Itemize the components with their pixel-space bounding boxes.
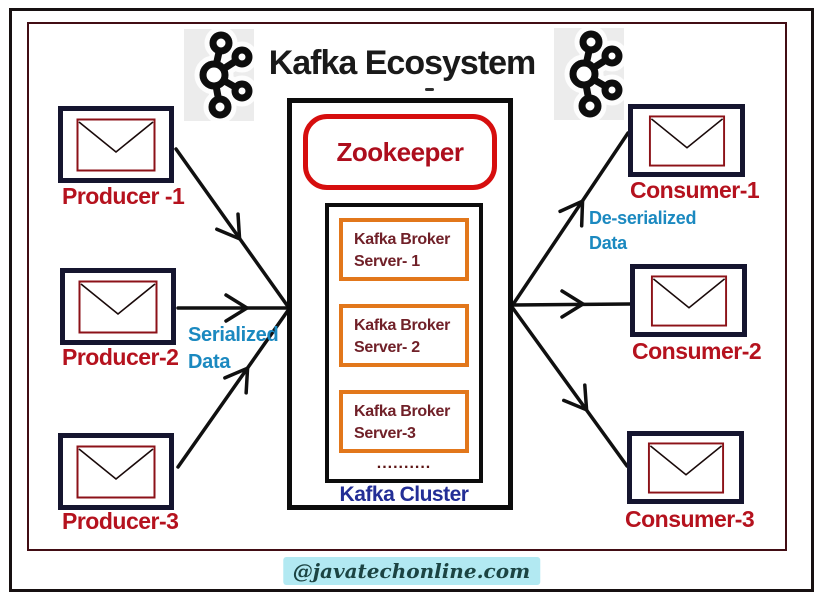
- kafka-broker-3-box: Kafka Broker Server-3: [339, 390, 469, 453]
- consumer-1-label: Consumer-1: [630, 177, 760, 203]
- envelope-icon: [647, 441, 724, 494]
- producer-1-label: Producer -1: [62, 183, 185, 209]
- envelope-icon: [78, 280, 158, 333]
- kafka-broker-1-box: Kafka Broker Server- 1: [339, 218, 469, 281]
- consumer-2-label: Consumer-2: [632, 338, 762, 364]
- envelope-icon: [650, 274, 727, 327]
- envelope-icon: [76, 445, 156, 498]
- stray-dash: [425, 88, 434, 91]
- serialized-line2: Data: [188, 351, 231, 373]
- inner-frame: [27, 22, 787, 551]
- kafka-logo-icon: [554, 25, 628, 123]
- outer-frame: [9, 8, 814, 592]
- kafka-cluster-label: Kafka Cluster: [339, 483, 469, 506]
- broker-label-line1: Kafka Broker: [354, 403, 451, 420]
- consumer-2-box: [630, 264, 747, 337]
- producer-2-label: Producer-2: [62, 344, 179, 370]
- producer-3-box: [58, 433, 174, 510]
- envelope-icon: [648, 114, 725, 167]
- producer-1-box: [58, 106, 174, 183]
- more-brokers-ellipsis: ..........: [376, 455, 432, 472]
- broker-label-line2: Server- 1: [354, 253, 420, 271]
- envelope-icon: [76, 118, 156, 171]
- serialized-line1: Serialized: [188, 324, 279, 346]
- serialized-data-label: Serialized Data: [188, 322, 279, 376]
- deserialized-line2: Data: [589, 233, 627, 253]
- broker-label-line1: Kafka Broker: [354, 231, 451, 248]
- consumer-3-box: [627, 431, 744, 504]
- broker-label-line2: Server-3: [354, 425, 416, 443]
- broker-label-line1: Kafka Broker: [354, 317, 451, 334]
- page-title: Kafka Ecosystem: [268, 44, 537, 82]
- watermark: @javatechonline.com: [282, 557, 541, 585]
- kafka-broker-2-box: Kafka Broker Server- 2: [339, 304, 469, 367]
- consumer-1-box: [628, 104, 745, 177]
- deserialized-line1: De-serialized: [589, 208, 697, 228]
- producer-3-label: Producer-3: [62, 508, 179, 534]
- deserialized-data-label: De-serialized Data: [589, 206, 696, 256]
- broker-label-line2: Server- 2: [354, 339, 420, 357]
- kafka-logo-icon: [184, 26, 258, 124]
- consumer-3-label: Consumer-3: [625, 506, 755, 532]
- producer-2-box: [60, 268, 176, 345]
- zookeeper-box: Zookeeper: [303, 114, 497, 190]
